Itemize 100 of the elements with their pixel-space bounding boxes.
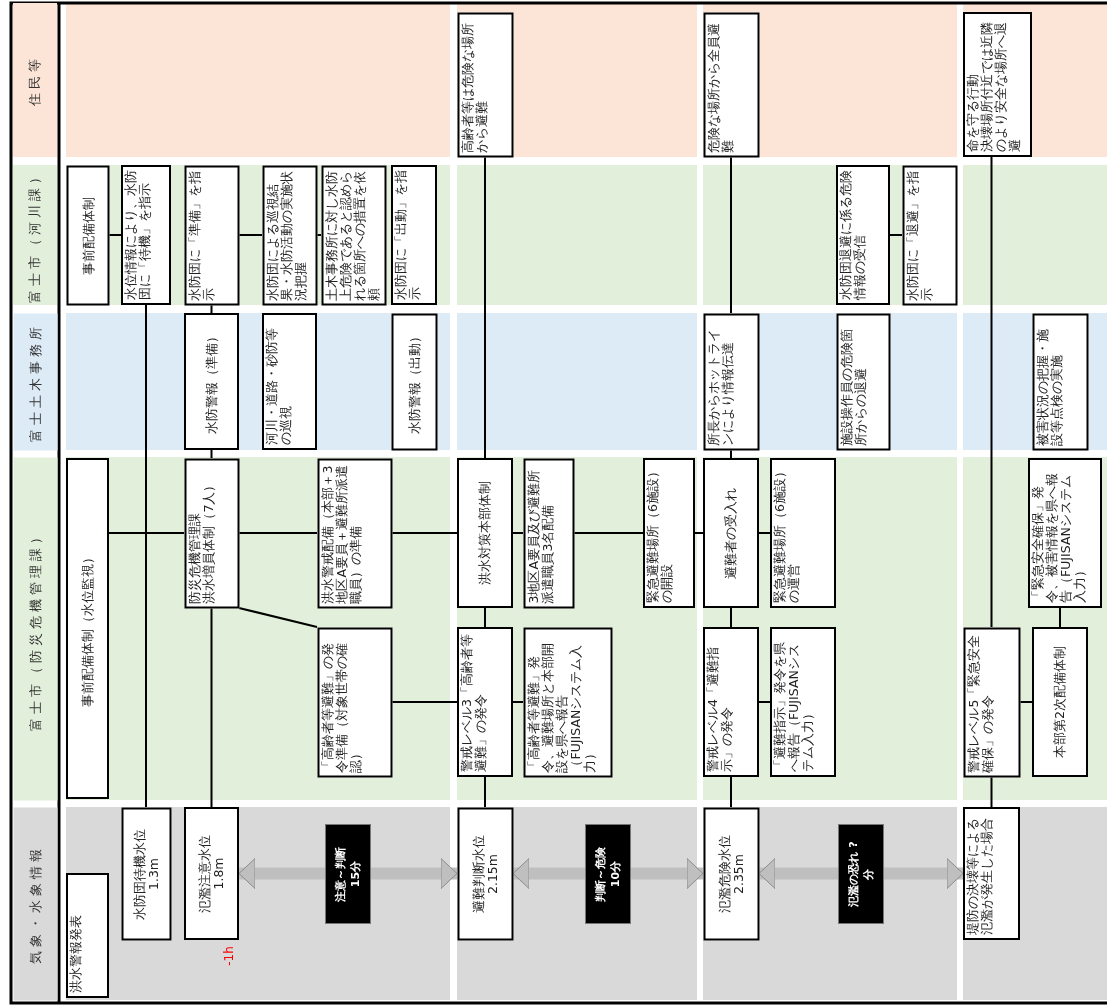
box-text: 氾濫注意水位: [197, 833, 212, 915]
box-text: 警戒レベル5「緊急安全確保」の発令: [966, 633, 994, 772]
connector-line: [573, 532, 644, 534]
box-text: 水防警報（出動）: [407, 328, 421, 436]
process-box: [317, 627, 392, 777]
connector-line: [730, 776, 732, 808]
connector-line: [990, 156, 993, 628]
box-text: 水防団待機水位: [132, 827, 146, 922]
process-box: [963, 627, 1020, 777]
box-text: 「高齢者等避難」の発令準備（対象世帯の確認）: [320, 641, 362, 772]
box-text: 高齢者等は危険な場所から避難: [460, 21, 488, 152]
process-box: [457, 458, 513, 608]
process-box: [457, 807, 513, 940]
edge-label: 判断～危険 10分: [585, 823, 631, 924]
connector-line: [990, 776, 993, 808]
connector-line: [758, 532, 771, 534]
box-text: 事前配備体制（水位監視）: [80, 549, 95, 709]
process-box: [523, 458, 574, 608]
box-text: 施設操作員の危険箇所からの退避: [839, 327, 867, 445]
box-text: 命を守る行動: [966, 73, 980, 152]
lane-header: 住民等: [13, 3, 57, 157]
process-box: [121, 165, 171, 305]
process-box: [1032, 627, 1088, 777]
box-text: 「避難指示」発令を県へ報告（FUJISANシステム入力）: [773, 641, 815, 772]
process-box: [66, 873, 109, 998]
box-text: 「高齢者等避難」発令、避難場所と本部開設を県へ報告（FUJISANシステム入力）: [526, 641, 596, 772]
edge-label: 氾濫の恐れ ?分: [838, 823, 884, 924]
process-box: [184, 458, 239, 608]
process-box: [66, 165, 109, 305]
connector-line: [484, 776, 486, 808]
box-text: 事前配備体制: [80, 195, 95, 277]
box-text: 被害状況の把握・施設等点検の実施: [1035, 327, 1063, 445]
box-text: 洪水警戒配備（本部＋3地区A要員＋避難所派遣職員）の準備: [320, 463, 362, 603]
box-text: 1.8m: [211, 857, 226, 890]
connector-line: [889, 234, 903, 236]
connector-line: [391, 701, 458, 703]
process-box: [902, 165, 957, 305]
box-text: 氾濫危険水位: [717, 833, 731, 915]
box-text: 緊急避難場所（6施設）の運営: [773, 464, 801, 603]
process-box: [703, 313, 759, 450]
process-box: [317, 458, 392, 608]
connector-line: [316, 234, 322, 236]
connector-line: [694, 532, 704, 534]
connector-line: [108, 532, 185, 534]
process-box: [770, 627, 836, 777]
process-box: [1028, 458, 1102, 608]
process-box: [121, 807, 171, 940]
box-text: 所長からホットラインにより情報伝達: [706, 327, 734, 445]
connector-line: [730, 607, 732, 628]
process-box: [836, 313, 890, 450]
connector-line: [484, 156, 486, 459]
box-text: 水防団に「退避」を指示: [905, 170, 933, 300]
box-text: 警戒レベル3「高齢者等避難」の発令: [460, 633, 488, 772]
process-box: [703, 807, 759, 940]
box-text: 土木事務所に対し水防上危険であると認められる箇所への措置を依頼: [324, 170, 380, 300]
process-box: [703, 458, 759, 608]
process-box: [184, 807, 239, 940]
connector-line: [391, 532, 458, 534]
process-box: [836, 165, 890, 305]
box-text: 「緊急安全確保」発令、被害情報を県へ報告（FUJISANシステム入力）: [1031, 472, 1087, 603]
box-text: 洪水警報発表: [69, 914, 83, 993]
box-text: 緊急避難場所（6施設）の開設: [646, 464, 674, 603]
box-text: 洪水増員体制（7人）: [201, 477, 215, 603]
edge-label: 注意～判断 15分: [325, 823, 371, 924]
box-text: 警戒レベル4「避難指示」の発令: [706, 646, 734, 772]
box-text: 堤防の決壊等による氾濫が発生した場合: [966, 817, 994, 935]
box-text: 危険な場所から全員避難: [706, 21, 734, 152]
connector-line: [484, 607, 486, 628]
box-text: 防災危機管理課: [187, 511, 201, 603]
box-text: 水防団による巡視結果・水防活動の実施状況把握: [265, 170, 307, 300]
connector-line: [108, 234, 122, 236]
connector-line: [512, 532, 524, 534]
box-text: 河川・道路・砂防等の巡視: [265, 327, 293, 445]
box-text: 水防団退避に係る危険情報の受信: [839, 170, 867, 300]
box-text: 本部第2次配備体制: [1053, 645, 1067, 760]
lane-header: 富士市（河川課）: [13, 165, 57, 305]
process-box: [523, 627, 612, 777]
process-box: [963, 12, 1032, 157]
connector-line: [758, 701, 771, 703]
box-text: 洪水対策本部体制: [478, 480, 492, 587]
process-box: [770, 458, 836, 608]
process-box: [321, 165, 386, 305]
box-text: 避難者の受入れ: [724, 486, 738, 581]
box-text: 決壊場所付近では近隣のより安全な場所へ退避: [980, 21, 1022, 152]
process-box: [262, 313, 317, 450]
time-note: -1h: [223, 945, 237, 968]
connector-line: [1059, 607, 1061, 628]
process-box: [184, 165, 239, 305]
lane-header: 富士市（防災危機管理課）: [13, 457, 57, 800]
process-box: [703, 12, 759, 157]
box-text: 2.35m: [731, 853, 745, 894]
connector-line: [238, 607, 318, 628]
box-text: 水防団に「出動」を指示: [394, 170, 422, 300]
box-text: 3地区A要員及び避難所派遣職員3名配備: [526, 468, 554, 603]
connector-line: [512, 701, 524, 703]
box-text: 避難判断水位: [471, 833, 485, 915]
box-text: 2.15m: [485, 853, 499, 894]
box-text: 1.3m: [146, 857, 160, 890]
process-box: [391, 165, 437, 305]
process-box: [457, 627, 513, 777]
